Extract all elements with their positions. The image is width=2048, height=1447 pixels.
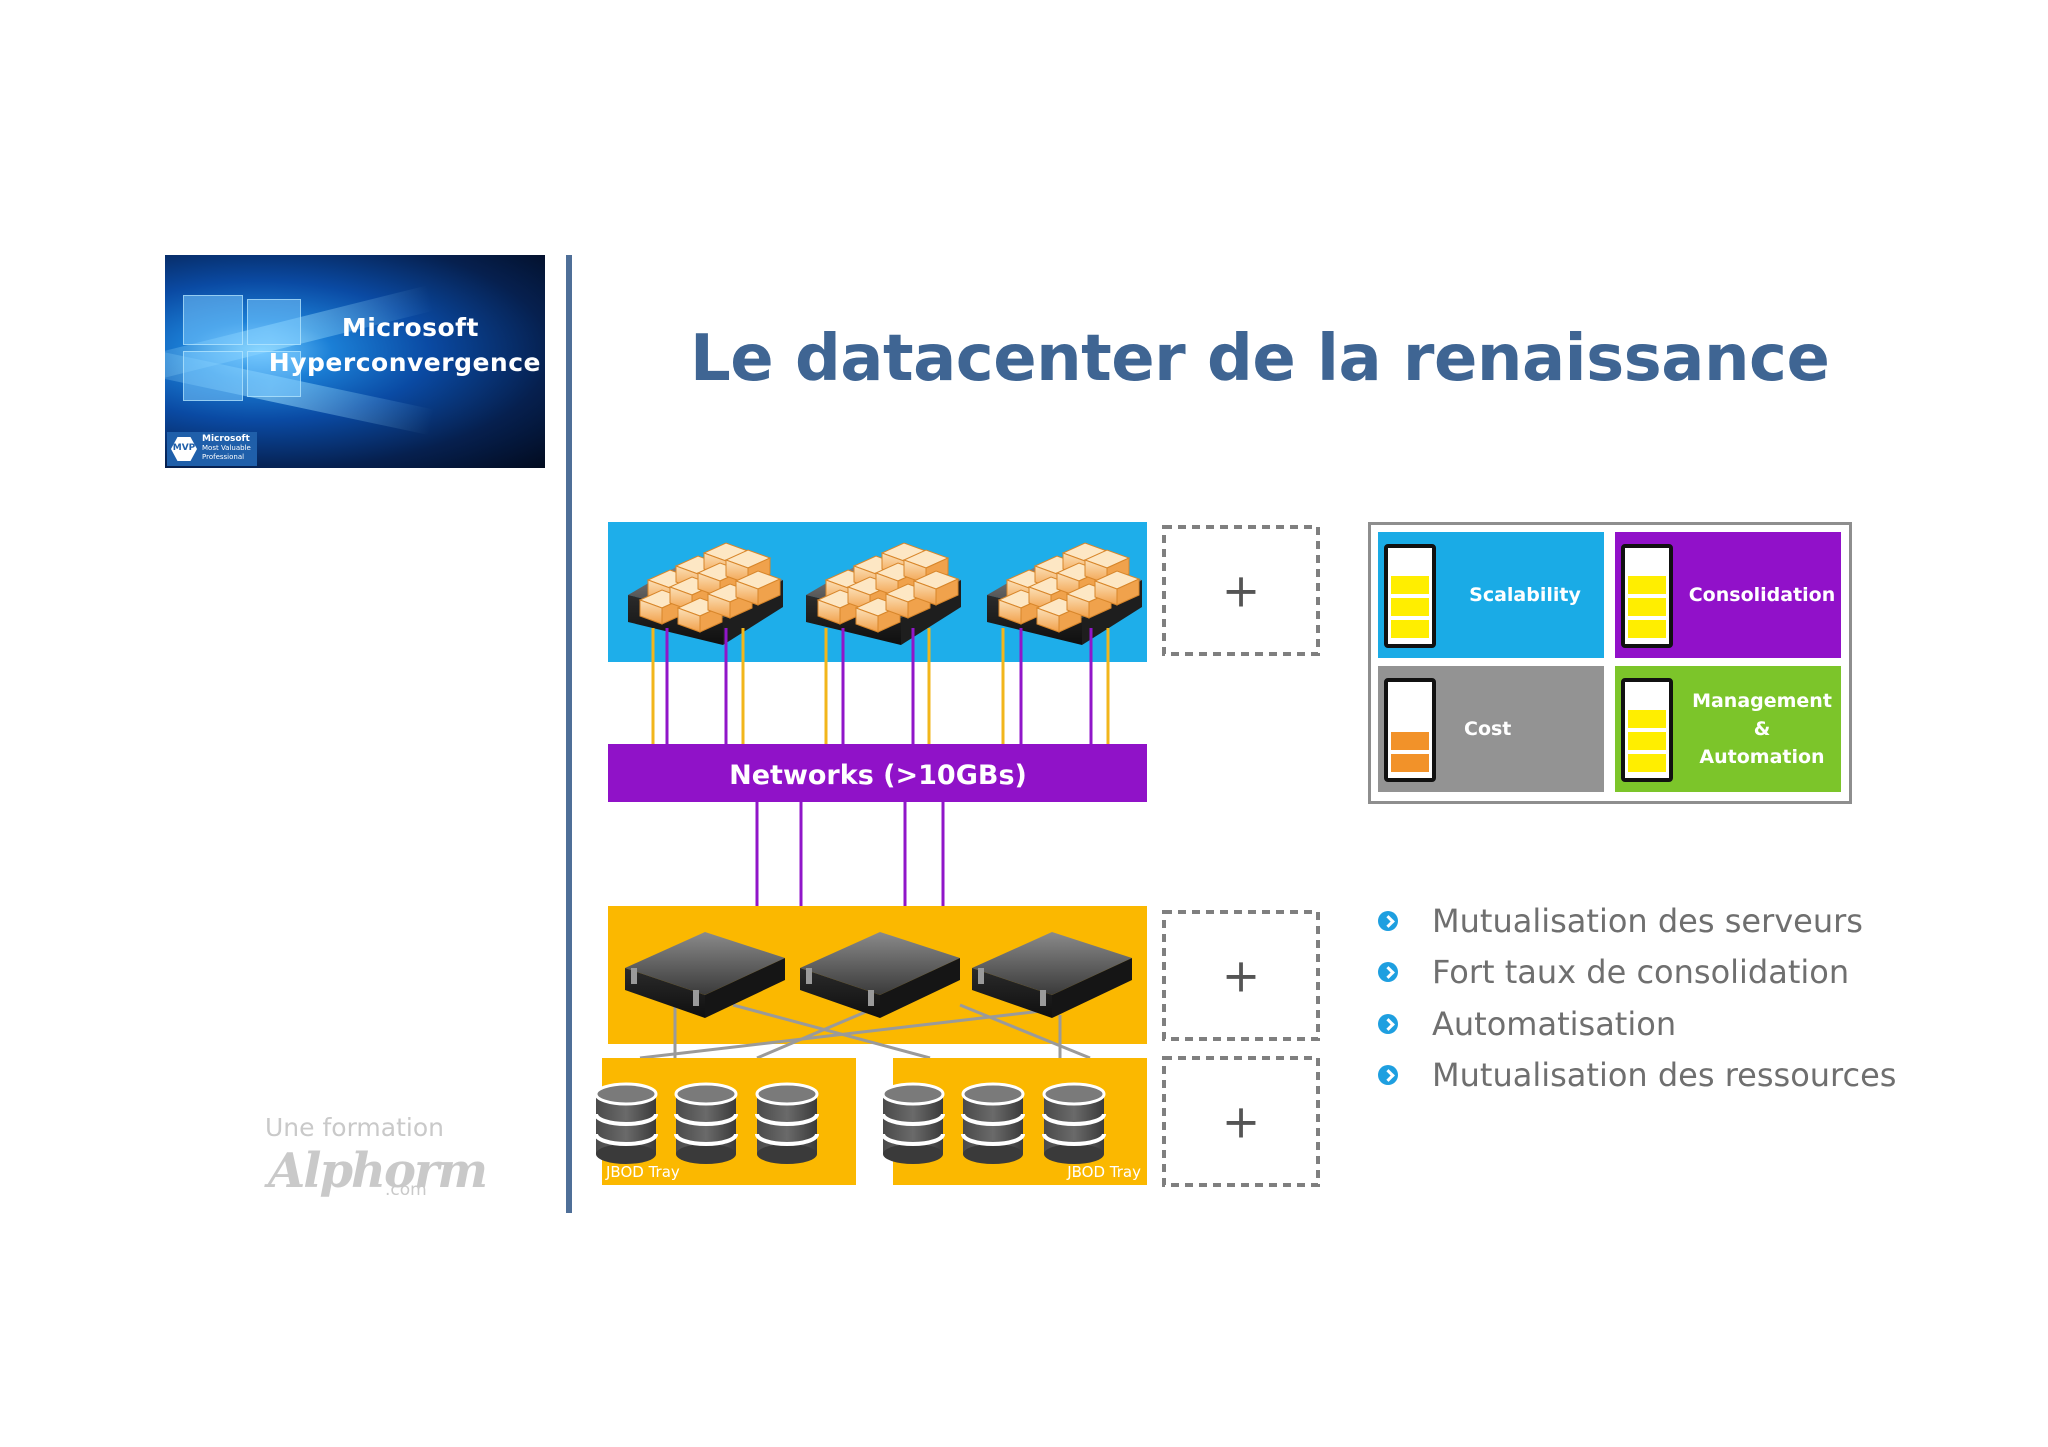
sas-cable-link: [732, 1003, 931, 1060]
disk-icon: [594, 1082, 658, 1164]
battery-icon: [1384, 544, 1436, 648]
course-logo: Microsoft Hyperconvergence MVP Microsoft…: [165, 255, 545, 468]
battery-icon: [1621, 544, 1673, 648]
mvp-badge: MVP Microsoft Most Valuable Professional: [167, 432, 257, 466]
battery-icon: [1621, 678, 1673, 782]
benefits-list: Mutualisation des serveurs Fort taux de …: [1378, 895, 1896, 1101]
network-label: Networks (>10GBs): [729, 760, 1027, 791]
compute-node-icon: [806, 542, 961, 645]
windows-pane: [247, 299, 301, 345]
sas-cable-link: [959, 1003, 1091, 1060]
battery-cell: [1391, 576, 1429, 594]
logo-title-line1: Microsoft: [341, 313, 479, 342]
legend-tile-management-automation: Management & Automation: [1615, 666, 1841, 792]
list-item: Mutualisation des ressources: [1378, 1050, 1896, 1102]
battery-cell: [1628, 732, 1666, 750]
sas-cable-link: [756, 1008, 871, 1060]
battery-cell: [1391, 754, 1429, 772]
logo-title-line2: Hyperconvergence: [268, 348, 541, 377]
brand-suffix: .com: [385, 1180, 427, 1200]
mvp-badge-text: Microsoft Most Valuable Professional: [202, 434, 251, 462]
battery-cell: [1391, 620, 1429, 638]
list-item: Fort taux de consolidation: [1378, 947, 1896, 999]
legend-tile-cost: Cost: [1378, 666, 1604, 792]
windows-pane: [183, 351, 243, 401]
list-item: Mutualisation des serveurs: [1378, 895, 1896, 947]
chevron-bullet-icon: [1378, 910, 1398, 931]
brand-logo: Alphorm: [268, 1143, 488, 1199]
sas-cable-link: [639, 1008, 1051, 1060]
battery-cell: [1628, 598, 1666, 616]
storage-node-icon: [625, 932, 785, 1018]
battery-cell: [1628, 710, 1666, 728]
battery-cell: [1391, 732, 1429, 750]
legend-tile-label: Scalability: [1469, 584, 1581, 606]
jbod-label: JBOD Tray: [605, 1163, 680, 1181]
plus-icon: +: [1222, 564, 1261, 618]
expand-placeholder: +: [1162, 1056, 1320, 1187]
battery-icon: [1384, 678, 1436, 782]
expand-placeholder: +: [1162, 910, 1320, 1041]
legend-tile-consolidation: Consolidation: [1615, 532, 1841, 658]
battery-cell: [1628, 576, 1666, 594]
expand-placeholder: +: [1162, 525, 1320, 656]
storage-node-icon: [972, 932, 1132, 1018]
disk-icon: [881, 1082, 945, 1164]
disk-icon: [755, 1082, 819, 1164]
benefits-legend: Scalability Consolidation Cost Managemen…: [1368, 522, 1852, 804]
chevron-bullet-icon: [1378, 962, 1398, 983]
compute-node-icon: [987, 542, 1142, 645]
legend-tile-scalability: Scalability: [1378, 532, 1604, 658]
compute-node-icon: [628, 542, 783, 645]
list-item: Automatisation: [1378, 998, 1896, 1050]
slide-title: Le datacenter de la renaissance: [690, 322, 1830, 396]
legend-tile-label: Management & Automation: [1692, 690, 1832, 768]
chevron-bullet-icon: [1378, 1013, 1398, 1034]
disk-icon: [674, 1082, 738, 1164]
vertical-separator: [566, 255, 572, 1213]
battery-cell: [1628, 754, 1666, 772]
battery-cell: [1628, 620, 1666, 638]
plus-icon: +: [1222, 1095, 1261, 1149]
plus-icon: +: [1222, 949, 1261, 1003]
battery-cell: [1391, 598, 1429, 616]
storage-node-icon: [800, 932, 960, 1018]
disk-icon: [961, 1082, 1025, 1164]
network-bar: [608, 744, 1147, 802]
jbod-label: JBOD Tray: [1066, 1163, 1141, 1181]
windows-pane: [183, 295, 243, 345]
disk-icon: [1042, 1082, 1106, 1164]
chevron-bullet-icon: [1378, 1065, 1398, 1086]
legend-tile-label: Cost: [1464, 718, 1512, 740]
windows-pane: [247, 351, 301, 397]
legend-tile-label: Consolidation: [1688, 584, 1836, 606]
brand-caption: Une formation: [265, 1113, 444, 1142]
